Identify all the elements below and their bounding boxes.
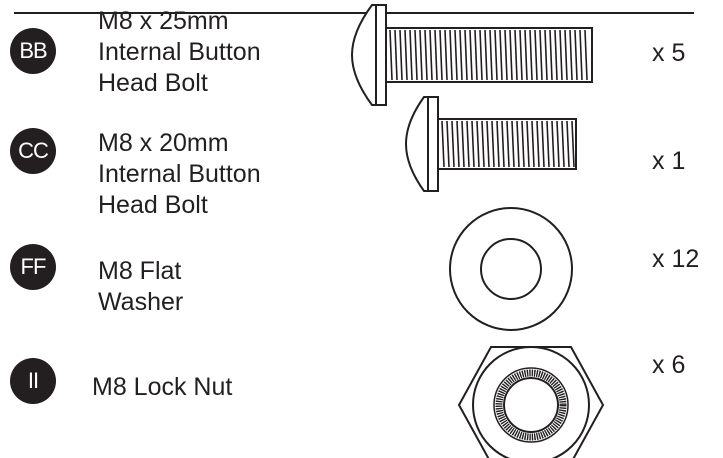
part-name-line: Washer bbox=[98, 288, 184, 316]
part-code-badge-ii: II bbox=[10, 358, 56, 404]
part-name-line: M8 Lock Nut bbox=[92, 373, 233, 401]
quantity-ii: x 6 bbox=[652, 351, 686, 379]
lock-nut-icon bbox=[457, 346, 605, 458]
flat-washer-icon bbox=[449, 207, 573, 331]
part-code-badge-cc: CC bbox=[10, 128, 56, 174]
part-name-cc: M8 x 20mm Internal Button Head Bolt bbox=[98, 128, 261, 221]
part-name-bb: M8 x 25mm Internal Button Head Bolt bbox=[98, 6, 261, 99]
part-name-line: M8 Flat bbox=[98, 257, 182, 285]
bolt-threads bbox=[389, 29, 588, 81]
part-name-line: Internal Button bbox=[98, 160, 261, 188]
quantity-bb: x 5 bbox=[652, 39, 686, 67]
bolt-threads bbox=[441, 120, 575, 168]
top-rule bbox=[14, 12, 694, 14]
part-code-badge-ff: FF bbox=[10, 244, 56, 290]
part-name-line: Head Bolt bbox=[98, 191, 208, 219]
part-name-line: M8 x 20mm bbox=[98, 129, 229, 157]
button-head-bolt-icon bbox=[350, 4, 593, 106]
part-name-ii: M8 Lock Nut bbox=[92, 372, 232, 403]
part-name-line: Internal Button bbox=[98, 38, 261, 66]
part-name-line: Head Bolt bbox=[98, 69, 208, 97]
part-code-badge-bb: BB bbox=[10, 28, 56, 74]
quantity-cc: x 1 bbox=[652, 147, 686, 175]
part-name-line: M8 x 25mm bbox=[98, 7, 229, 35]
part-name-ff: M8 Flat Washer bbox=[98, 256, 183, 318]
button-head-bolt-icon bbox=[404, 96, 577, 192]
quantity-ff: x 12 bbox=[652, 245, 700, 273]
